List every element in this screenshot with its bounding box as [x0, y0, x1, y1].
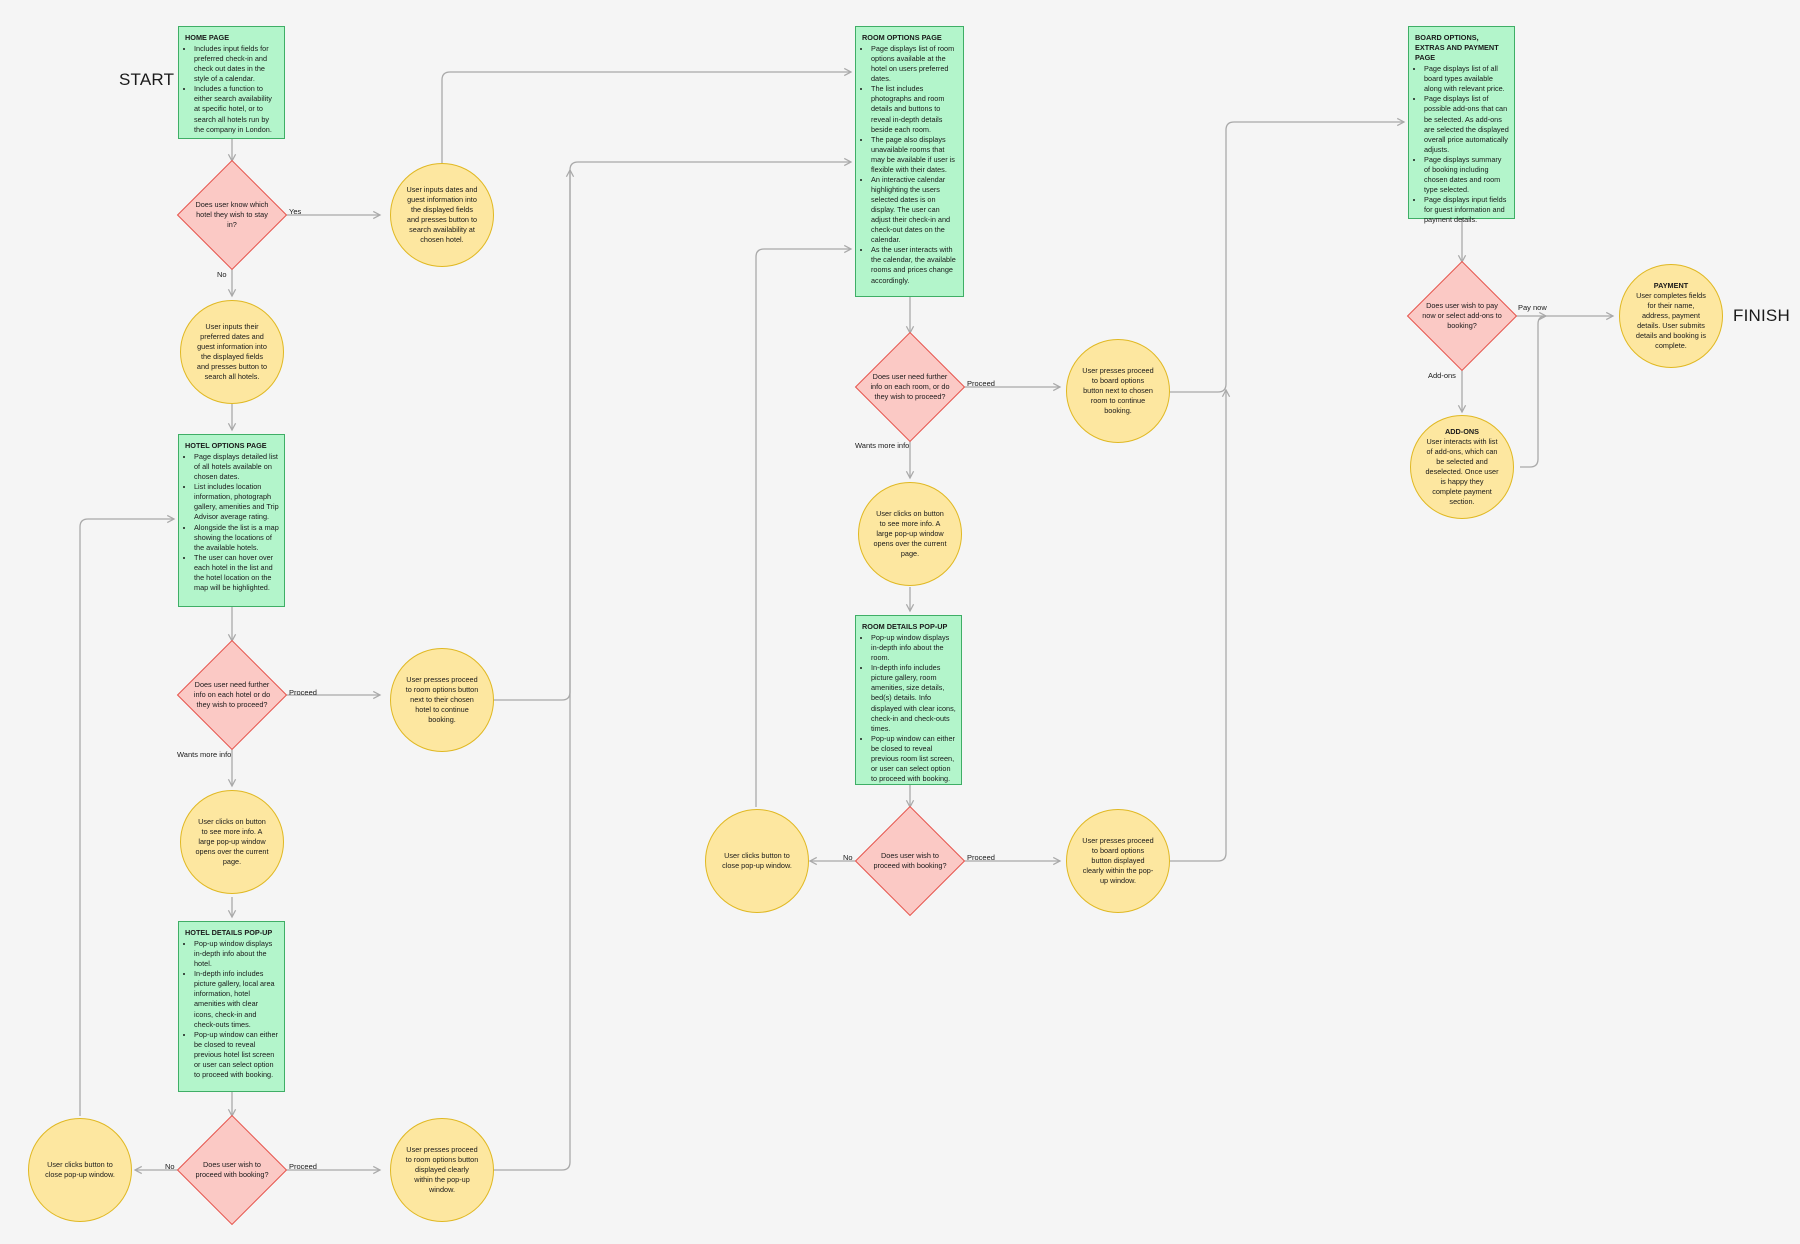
list-item: Page displays detailed list of all hotel…	[194, 452, 279, 482]
hotel-proceed-to-room-options-connector	[490, 157, 853, 701]
room-popup-proceed-circle: User presses proceed to board options bu…	[1066, 809, 1170, 913]
payment-title: PAYMENT	[1653, 280, 1689, 290]
hotel-popup-proceed-circle: User presses proceed to room options but…	[390, 1118, 494, 1222]
hotel-proceed-booking-decision: Does user wish to proceed with booking?	[176, 1114, 288, 1226]
hotel-details-popup-title: HOTEL DETAILS POP-UP	[185, 928, 273, 937]
room-proceed-to-board-connector	[1170, 117, 1406, 393]
room-popup-proceed-to-board-connector	[1170, 388, 1231, 862]
board-options-page-box: BOARD OPTIONS, EXTRAS AND PAYMENT PAGE P…	[1408, 26, 1515, 224]
hotel-proceed-label: Proceed	[289, 688, 317, 697]
list-item: Pop-up window can either be closed to re…	[871, 734, 956, 784]
list-item: In-depth info includes picture gallery, …	[194, 969, 279, 1029]
addons-title: ADD-ONS	[1444, 426, 1480, 436]
room-proceed-label: Proceed	[967, 379, 995, 388]
room-proceed-board-circle: User presses proceed to board options bu…	[1066, 339, 1170, 443]
room-close-popup-return-connector	[755, 244, 853, 807]
list-item: Page displays list of room options avail…	[871, 44, 958, 84]
search-chosen-hotel-circle: User inputs dates and guest information …	[390, 163, 494, 267]
list-item: An interactive calendar highlighting the…	[871, 175, 958, 245]
list-item: The user can hover over each hotel in th…	[194, 553, 279, 593]
room-wants-more-info-label: Wants more info	[855, 441, 910, 450]
room-options-page-title: ROOM OPTIONS PAGE	[862, 33, 942, 42]
list-item: The page also displays unavailable rooms…	[871, 135, 958, 175]
hotel-details-popup-list: Pop-up window displays in-depth info abo…	[185, 939, 279, 1080]
room-close-popup-circle: User clicks button to close pop-up windo…	[705, 809, 809, 913]
list-item: In-depth info includes picture gallery, …	[871, 663, 956, 733]
list-item: The list includes photographs and room d…	[871, 84, 958, 134]
room-more-info-decision: Does user need further info on each room…	[854, 331, 966, 443]
list-item: Pop-up window displays in-depth info abo…	[194, 939, 279, 969]
room-options-page-box: ROOM OPTIONS PAGE Page displays list of …	[855, 26, 964, 297]
list-item: Pop-up window displays in-depth info abo…	[871, 633, 956, 663]
addons-circle: ADD-ONS User interacts with list of add-…	[1410, 415, 1514, 519]
list-item: Page displays summary of booking includi…	[1424, 155, 1509, 195]
hotel-options-page-box: HOTEL OPTIONS PAGE Page displays detaile…	[178, 434, 285, 607]
know-hotel-decision: Does user know which hotel they wish to …	[176, 159, 288, 271]
list-item: Page displays list of all board types av…	[1424, 64, 1509, 94]
home-page-box: HOME PAGE Includes input fields for pref…	[178, 26, 285, 139]
no-label: No	[217, 270, 227, 279]
list-item: Pop-up window can either be closed to re…	[194, 1030, 279, 1080]
hotel-options-page-title: HOTEL OPTIONS PAGE	[185, 441, 267, 450]
add-ons-label: Add-ons	[1428, 371, 1456, 380]
pay-now-label: Pay now	[1518, 303, 1547, 312]
room-popup-proceed-label: Proceed	[967, 853, 995, 862]
list-item: Page displays input fields for guest inf…	[1424, 195, 1509, 225]
addons-text: User interacts with list of add-ons, whi…	[1425, 436, 1499, 507]
hotel-popup-proceed-to-room-options-connector	[490, 168, 575, 1171]
hotel-wants-more-info-label: Wants more info	[177, 750, 232, 759]
hotel-proceed-room-options-circle: User presses proceed to room options but…	[390, 648, 494, 752]
decision-text: Does user wish to proceed with booking?	[195, 1160, 269, 1179]
home-page-title: HOME PAGE	[185, 33, 230, 42]
yes-label: Yes	[289, 207, 302, 216]
room-options-page-list: Page displays list of room options avail…	[862, 44, 958, 286]
decision-text: Does user need further info on each room…	[870, 372, 950, 401]
start-label: START	[119, 70, 175, 89]
room-proceed-booking-decision: Does user wish to proceed with booking?	[854, 805, 966, 917]
add-ons-to-payment-connector	[1520, 311, 1548, 468]
hotel-more-info-popup-circle: User clicks on button to see more info. …	[180, 790, 284, 894]
board-options-page-list: Page displays list of all board types av…	[1415, 64, 1509, 225]
search-chosen-hotel-to-room-options-connector	[441, 67, 853, 163]
list-item: Page displays list of possible add-ons t…	[1424, 94, 1509, 154]
room-more-info-popup-circle: User clicks on button to see more info. …	[858, 482, 962, 586]
payment-text: User completes fields for their name, ad…	[1635, 290, 1707, 351]
decision-text: Does user wish to proceed with booking?	[873, 851, 947, 870]
finish-label: FINISH	[1733, 306, 1790, 325]
hotel-popup-proceed-label: Proceed	[289, 1162, 317, 1171]
hotel-options-page-list: Page displays detailed list of all hotel…	[185, 452, 279, 593]
list-item: Includes input fields for preferred chec…	[194, 44, 279, 84]
list-item: As the user interacts with the calendar,…	[871, 245, 958, 285]
decision-text: Does user need further info on each hote…	[193, 680, 271, 709]
hotel-more-info-decision: Does user need further info on each hote…	[176, 639, 288, 751]
hotel-close-popup-return-connector	[79, 514, 176, 1116]
hotel-popup-no-label: No	[165, 1162, 175, 1171]
home-page-list: Includes input fields for preferred chec…	[185, 44, 279, 135]
payment-circle: PAYMENT User completes fields for their …	[1619, 264, 1723, 368]
room-details-popup-list: Pop-up window displays in-depth info abo…	[862, 633, 956, 784]
room-details-popup-box: ROOM DETAILS POP-UP Pop-up window displa…	[855, 615, 962, 785]
hotel-close-popup-circle: User clicks button to close pop-up windo…	[28, 1118, 132, 1222]
pay-or-addons-decision: Does user wish to pay now or select add-…	[1406, 260, 1518, 372]
decision-text: Does user know which hotel they wish to …	[195, 200, 269, 229]
decision-text: Does user wish to pay now or select add-…	[1422, 301, 1502, 330]
list-item: Includes a function to either search ava…	[194, 84, 279, 134]
board-options-page-title: BOARD OPTIONS, EXTRAS AND PAYMENT PAGE	[1415, 33, 1499, 63]
room-popup-no-label: No	[843, 853, 853, 862]
room-details-popup-title: ROOM DETAILS POP-UP	[862, 622, 948, 631]
list-item: List includes location information, phot…	[194, 482, 279, 522]
hotel-details-popup-box: HOTEL DETAILS POP-UP Pop-up window displ…	[178, 921, 285, 1092]
search-all-hotels-circle: User inputs their preferred dates and gu…	[180, 300, 284, 404]
list-item: Alongside the list is a map showing the …	[194, 523, 279, 553]
